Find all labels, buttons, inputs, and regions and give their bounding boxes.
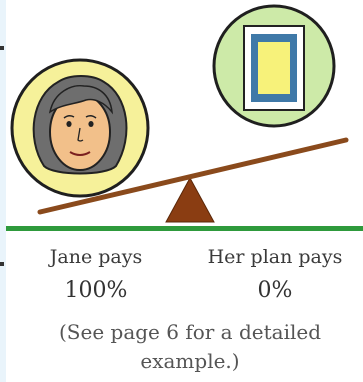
plan-pays-label: Her plan pays	[196, 246, 354, 268]
plan-pays-value: 0%	[196, 278, 354, 303]
fulcrum-triangle	[166, 178, 214, 222]
ground-line	[6, 226, 363, 231]
jane-pays-value: 100%	[26, 278, 166, 303]
left-edge-bullet	[0, 46, 4, 50]
jane-pays-label: Jane pays	[26, 246, 166, 268]
example-reference-note: (See page 6 for a detailed example.)	[20, 318, 360, 376]
left-edge-bullet	[0, 262, 4, 266]
plan-card-icon	[214, 6, 334, 126]
person-portrait-icon	[12, 60, 148, 196]
seesaw-illustration	[6, 0, 363, 236]
